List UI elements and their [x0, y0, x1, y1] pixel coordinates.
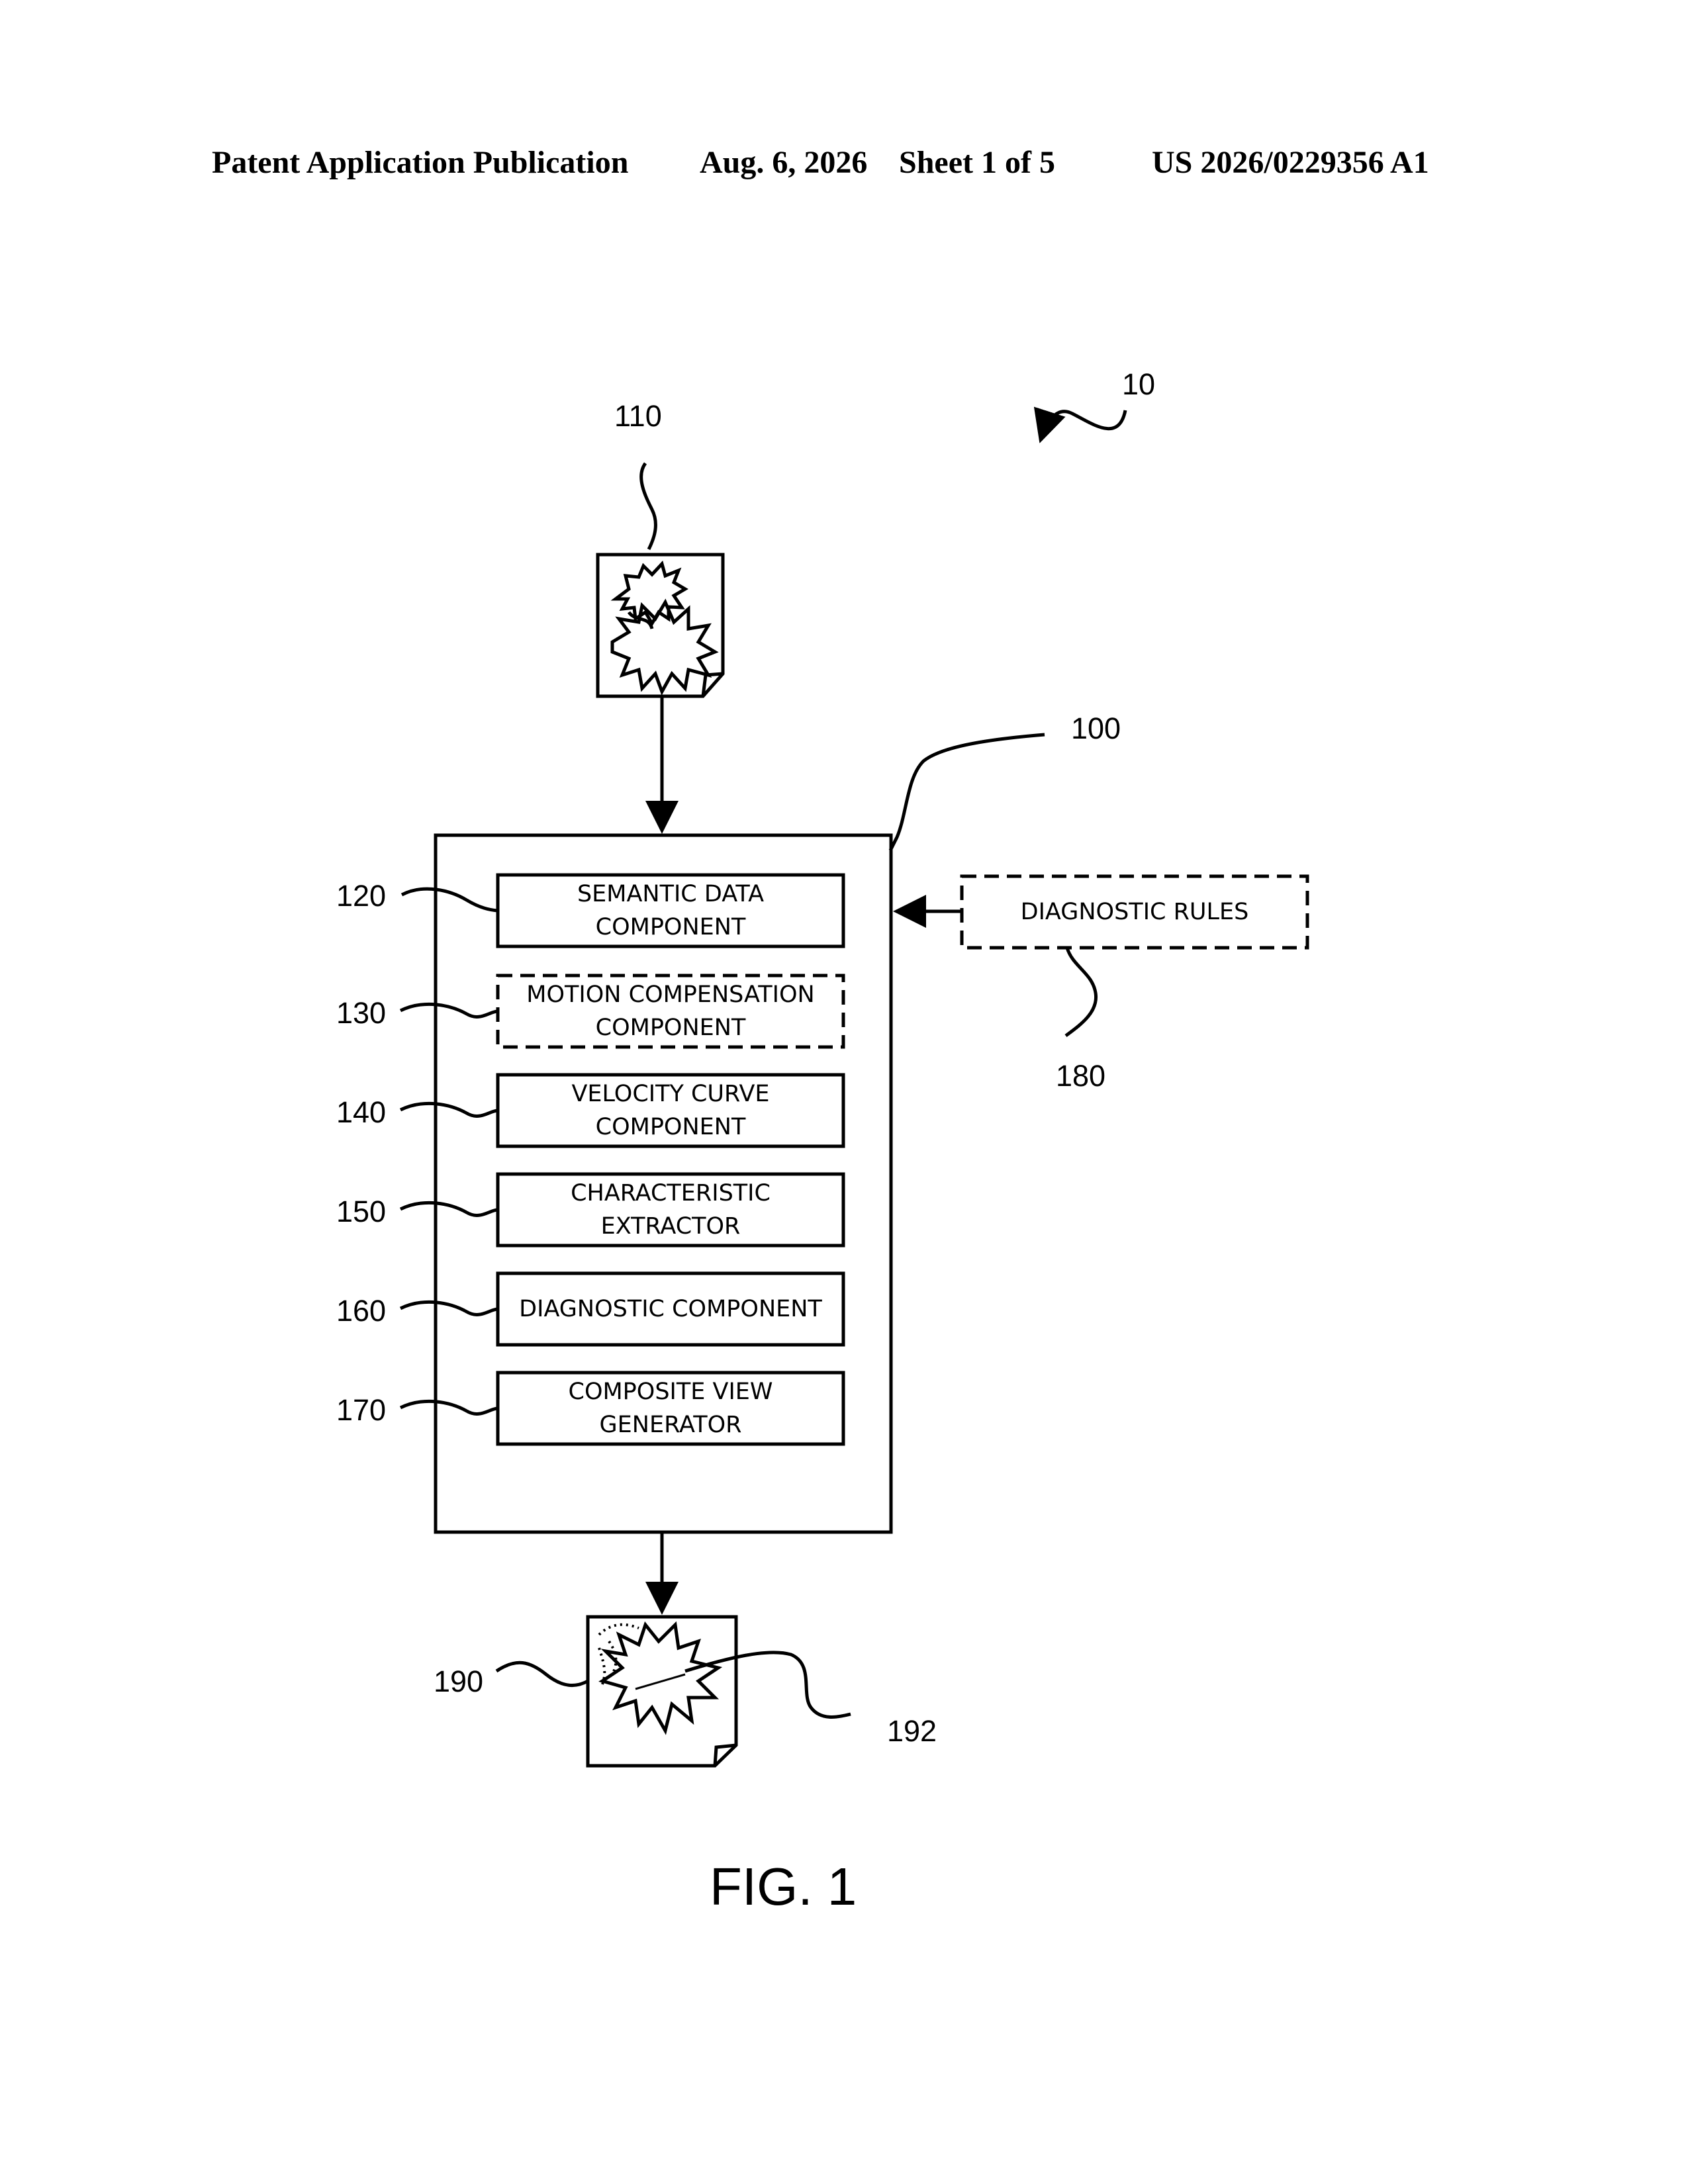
leader-140	[400, 1103, 498, 1116]
ref-130: 130	[336, 996, 386, 1030]
figure-caption: FIG. 1	[710, 1856, 857, 1917]
ref-110: 110	[614, 399, 662, 433]
component-label-150: CHARACTERISTIC EXTRACTOR	[498, 1177, 843, 1243]
ref-160: 160	[336, 1294, 386, 1328]
system-leader-arrow	[1041, 410, 1125, 440]
ref-120: 120	[336, 879, 386, 913]
rules-leader-line	[1066, 948, 1096, 1036]
component-label-140: VELOCITY CURVE COMPONENT	[498, 1077, 843, 1144]
leader-130	[400, 1004, 498, 1017]
diagnostic-rules-label: DIAGNOSTIC RULES	[962, 895, 1307, 929]
leader-160	[400, 1302, 498, 1314]
component-label-120: SEMANTIC DATA COMPONENT	[498, 878, 843, 944]
component-label-160: DIAGNOSTIC COMPONENT	[498, 1293, 843, 1326]
ref-100: 100	[1071, 711, 1121, 746]
input-leader-line	[641, 463, 656, 549]
output-image-icon	[588, 1617, 736, 1766]
output-detail-leader-line	[685, 1653, 851, 1717]
leader-150	[400, 1203, 498, 1215]
leader-120	[402, 889, 498, 911]
leader-170	[400, 1401, 498, 1414]
ref-140: 140	[336, 1095, 386, 1130]
input-image-icon	[598, 555, 723, 696]
ref-170: 170	[336, 1393, 386, 1428]
component-label-130: MOTION COMPENSATION COMPONENT	[498, 978, 843, 1044]
processor-leader-line	[890, 735, 1045, 850]
output-leader-line	[496, 1662, 588, 1685]
ref-10: 10	[1122, 367, 1155, 402]
component-label-170: COMPOSITE VIEW GENERATOR	[498, 1375, 843, 1441]
ref-190: 190	[434, 1664, 483, 1699]
ref-192: 192	[887, 1714, 937, 1749]
ref-180: 180	[1056, 1059, 1105, 1093]
ref-150: 150	[336, 1195, 386, 1229]
